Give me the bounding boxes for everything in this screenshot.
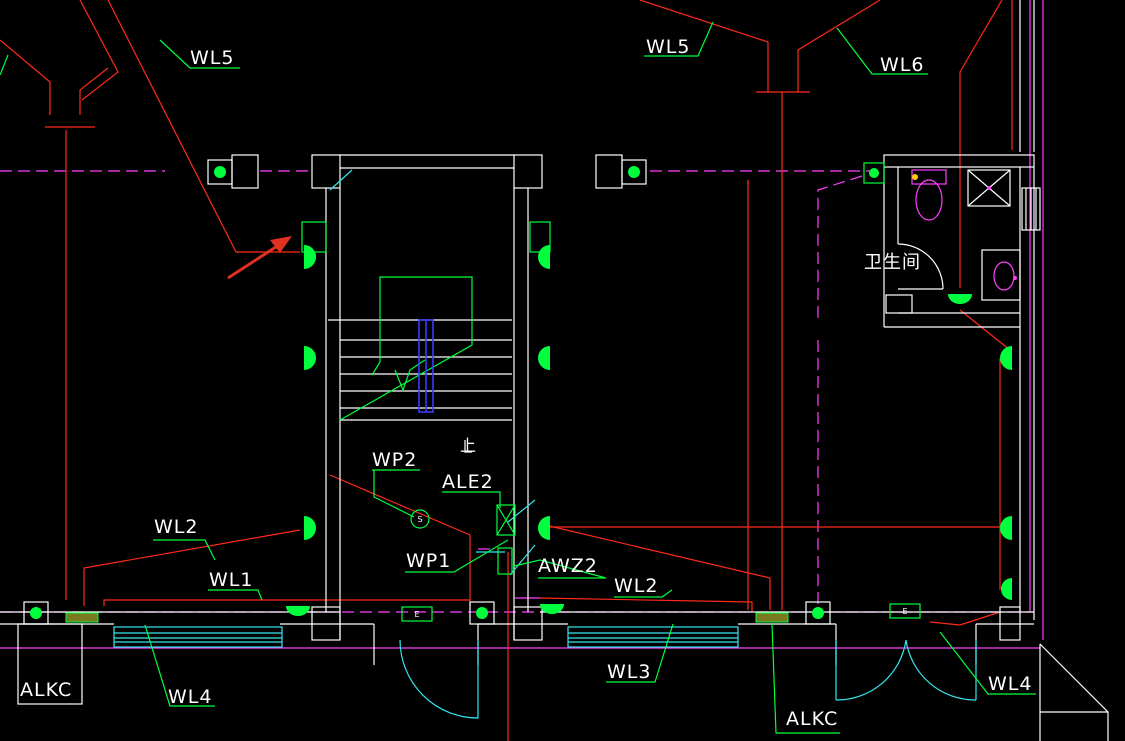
label-awz2: AWZ2 — [538, 555, 598, 577]
label-alkc-right: ALKC — [786, 708, 838, 730]
label-wl4-left: WL4 — [168, 686, 212, 708]
light-fixture-icon — [469, 601, 495, 625]
label-wl1: WL1 — [209, 569, 253, 591]
label-wl3: WL3 — [607, 661, 651, 683]
doors-windows — [113, 169, 977, 719]
light-fixture-icon — [869, 168, 879, 178]
label-wl5-mid: WL5 — [646, 36, 690, 58]
light-fixture-icon — [621, 159, 647, 185]
exit-sign-label: E — [414, 610, 419, 619]
light-fixture-icon — [207, 159, 233, 185]
green-leaders — [0, 21, 1036, 734]
shower-icon — [987, 186, 991, 190]
label-alkc-left: ALKC — [20, 679, 72, 701]
label-wl6: WL6 — [880, 54, 924, 76]
label-wl4-right: WL4 — [988, 673, 1032, 695]
annotation-arrow-icon — [227, 236, 292, 280]
label-toilet: 卫生间 — [864, 252, 921, 273]
label-wl2-right: WL2 — [614, 575, 658, 597]
magenta-dashed-lines — [0, 170, 1030, 613]
label-wl5-left: WL5 — [190, 47, 234, 69]
light-fixture-icon — [23, 601, 49, 625]
wall-lamp-icons — [286, 245, 1012, 616]
toilet-icon — [911, 169, 947, 221]
switch-icon — [410, 509, 430, 529]
exit-sign-icon — [401, 606, 433, 622]
red-wiring — [0, 0, 1013, 741]
exit-sign-label: E — [902, 607, 907, 616]
junction-box — [65, 612, 99, 623]
label-wp1: WP1 — [406, 550, 451, 572]
label-up: 上 — [460, 436, 477, 455]
light-fixture-icon — [805, 601, 831, 625]
label-wp2: WP2 — [372, 449, 417, 471]
exit-sign-icon — [889, 603, 921, 619]
switch-label: S — [417, 515, 422, 524]
label-ale2: ALE2 — [442, 471, 494, 493]
washbasin-icon — [993, 261, 1017, 291]
label-wl2-left: WL2 — [154, 516, 198, 538]
junction-box — [755, 612, 789, 623]
